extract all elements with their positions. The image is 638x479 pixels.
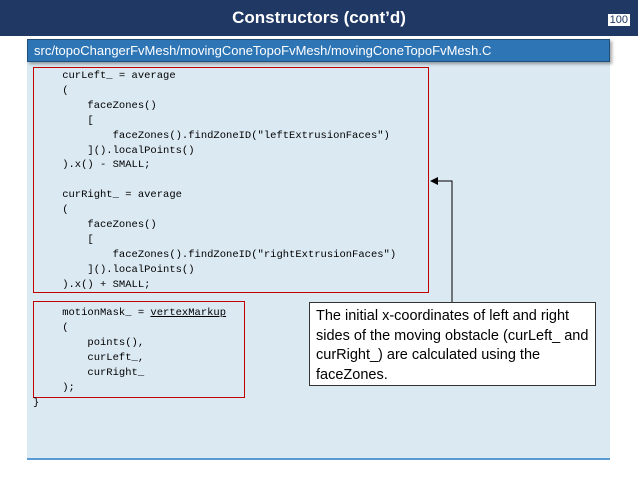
- content-bottom-divider: [27, 458, 610, 460]
- file-path-bar: src/topoChangerFvMesh/movingConeTopoFvMe…: [27, 39, 610, 62]
- code-closing-brace: }: [33, 397, 40, 409]
- code-vertex-markup-call: vertexMarkup: [150, 307, 227, 319]
- code-block-motion-mask-args: ( points(), curLeft_, curRight_ );: [62, 322, 145, 394]
- slide-title: Constructors (cont’d): [232, 8, 406, 27]
- highlight-box-averages: [33, 67, 429, 293]
- title-bar: [0, 0, 638, 36]
- page-number: 100: [607, 14, 630, 26]
- file-path: src/topoChangerFvMesh/movingConeTopoFvMe…: [34, 43, 492, 58]
- content-panel: [27, 50, 610, 458]
- code-motion-mask-line: motionMask_ = vertexMarkup: [37, 306, 226, 321]
- code-motion-mask-prefix: motionMask_ =: [37, 307, 151, 319]
- code-block-averages: curLeft_ = average ( faceZones() [ faceZ…: [62, 70, 397, 291]
- explanation-callout: The initial x-coordinates of left and ri…: [309, 302, 596, 386]
- highlight-box-motion-mask: [33, 301, 245, 398]
